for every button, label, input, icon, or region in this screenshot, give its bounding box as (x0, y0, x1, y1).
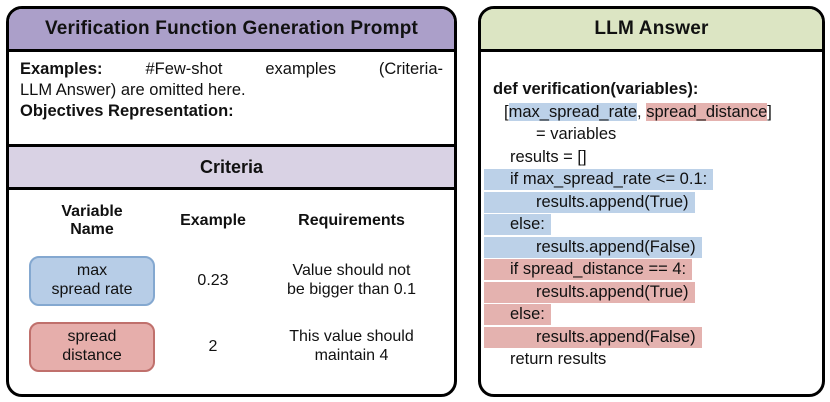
code-line: else: (484, 213, 818, 236)
criteria-section-header: Criteria (9, 144, 454, 190)
column-header-variable-name: Variable Name (61, 202, 123, 238)
code-line: if spread_distance == 4: (484, 258, 818, 281)
bracket-open: [ (504, 102, 509, 121)
llm-answer-panel: LLM Answer def verification(variables): … (478, 6, 825, 397)
code-text: return results (510, 350, 607, 368)
requirement-line: Value should not (292, 262, 411, 280)
column-header-example: Example (180, 212, 246, 229)
code-text: results.append(False) (484, 236, 702, 258)
variable-name-line: max (76, 262, 108, 280)
code-text: if spread_distance == 4: (484, 259, 693, 280)
code-text: results.append(False) (484, 326, 702, 348)
requirement-line: be bigger than 0.1 (287, 281, 416, 298)
code-text: results.append(True) (484, 191, 695, 213)
code-text: if max_spread_rate <= 0.1: (484, 169, 714, 190)
code-text: results.append(True) (484, 281, 695, 303)
variable-max-spread-rate: max_spread_rate (508, 102, 638, 121)
code-line-unpack: [max_spread_rate, spread_distance] (484, 101, 818, 124)
prompt-body: Examples: #Few-shot examples (Criteria- … (9, 52, 454, 144)
code-text: = variables (536, 125, 617, 143)
examples-text-continued: LLM Answer) are omitted here. (20, 80, 246, 99)
variable-name-line: spread rate (51, 281, 133, 298)
def-statement: def verification(variables): (493, 80, 699, 98)
variable-name-line: spread (67, 328, 117, 346)
column-header-requirements: Requirements (298, 212, 405, 229)
variable-spread-distance: spread_distance (646, 102, 768, 121)
bracket-close: ] (767, 102, 772, 121)
prompt-panel: Verification Function Generation Prompt … (6, 6, 457, 397)
requirement-line: maintain 4 (314, 347, 389, 364)
code-line: results.append(False) (484, 236, 818, 259)
code-line: = variables (484, 123, 818, 146)
code-line: results.append(True) (484, 191, 818, 214)
variable-name-line: distance (62, 347, 122, 364)
code-line: if max_spread_rate <= 0.1: (484, 168, 818, 191)
code-text: results = [] (510, 147, 587, 166)
example-value: 2 (208, 338, 218, 355)
llm-answer-panel-title: LLM Answer (481, 9, 822, 52)
code-text: else: (484, 304, 551, 325)
code-line-def: def verification(variables): (484, 78, 818, 101)
examples-line: Examples: #Few-shot examples (Criteria- (20, 59, 443, 80)
code-block: def verification(variables): [max_spread… (481, 52, 822, 371)
example-value: 0.23 (197, 272, 229, 289)
code-line: else: (484, 303, 818, 326)
separator: , (637, 102, 647, 121)
code-line: results = [] (484, 146, 818, 169)
objectives-label: Objectives Representation: (20, 101, 234, 120)
code-text: else: (484, 214, 551, 235)
code-lines: = variables results = [] if max_spread_rat… (484, 123, 818, 371)
criteria-table-header-row: Variable Name Example Requirements (17, 194, 446, 248)
code-line: results.append(False) (484, 326, 818, 349)
examples-text: #Few-shot examples (Criteria- (145, 60, 443, 78)
code-line: return results (484, 348, 818, 371)
examples-label: Examples: (20, 60, 103, 78)
requirement-line: This value should (289, 328, 414, 346)
prompt-panel-title: Verification Function Generation Prompt (9, 9, 454, 52)
code-line: results.append(True) (484, 281, 818, 304)
